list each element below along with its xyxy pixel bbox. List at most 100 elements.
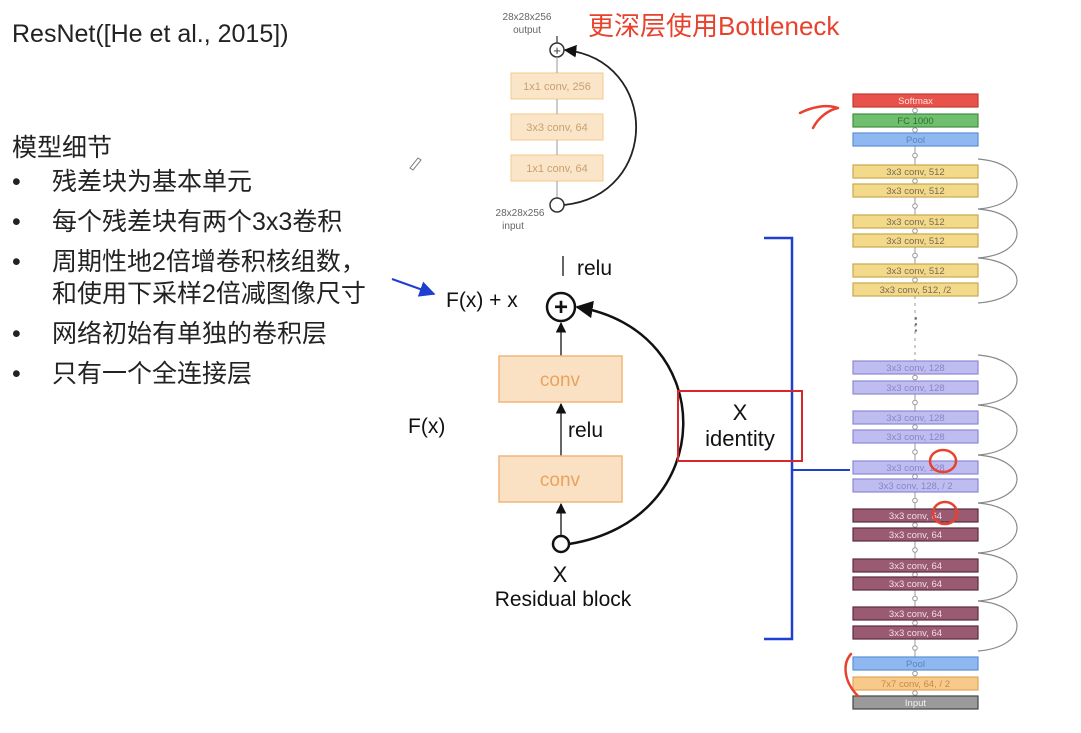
stack-junction xyxy=(912,497,918,504)
blue-bracket xyxy=(764,236,794,641)
stack-layer-box xyxy=(852,527,979,542)
stack-junction xyxy=(912,571,918,578)
stack-junction xyxy=(912,424,918,430)
stack-layer-label: Pool xyxy=(906,659,925,670)
identity-skip-arrow xyxy=(568,300,685,546)
stack-layer-box xyxy=(852,183,979,198)
conv-box-bottom xyxy=(498,455,623,503)
residual-caption: Residual block xyxy=(495,588,632,611)
stack-layer-label: 3x3 conv, 128 xyxy=(886,383,944,394)
stack-junction xyxy=(912,252,918,259)
bullet-text: 残差块为基本单元 xyxy=(52,168,253,196)
stack-junction xyxy=(912,228,918,234)
bullet-list: •残差块为基本单元 •每个残差块有两个3x3卷积 •周期性地2倍增卷积核组数，和… xyxy=(12,166,372,398)
bottleneck-output-word: output xyxy=(513,25,541,36)
bottleneck-input-node xyxy=(549,197,565,213)
conv-box-top xyxy=(498,355,623,403)
stack-layer-label: 3x3 conv, 128 xyxy=(886,432,944,443)
stack-junction xyxy=(912,547,918,553)
handwritten-note: 更深层使用Bottleneck xyxy=(588,11,840,41)
stack-junction xyxy=(912,595,918,602)
stack-layer-label: 3x3 conv, 64 xyxy=(889,530,942,541)
stack-layer-box xyxy=(852,429,979,444)
plus-icon: + xyxy=(554,294,568,321)
identity-x-label: X xyxy=(732,400,748,425)
stack-layer-label: 3x3 conv, 512, /2 xyxy=(880,285,952,296)
stack-layer-box xyxy=(852,263,979,278)
section-heading: 模型细节 xyxy=(12,134,113,162)
bullet-marker: • xyxy=(12,320,21,348)
bottleneck-layer-label: 3x3 conv, 64 xyxy=(526,122,588,134)
stack-layer-label: 3x3 conv, 64 xyxy=(889,511,942,522)
mid-relu-label: relu xyxy=(568,419,603,442)
stack-junction xyxy=(912,374,918,381)
stack-skip-arc xyxy=(977,208,1018,259)
stack-junction xyxy=(912,690,918,696)
stack-junction xyxy=(912,522,918,528)
sum-node xyxy=(545,291,577,323)
stack-layer-box xyxy=(852,132,979,147)
stack-junction xyxy=(912,152,918,159)
stack-layer-label: 3x3 conv, 512 xyxy=(886,186,944,197)
bottleneck-layer-label: 1x1 conv, 256 xyxy=(523,81,591,93)
stack-skip-arc xyxy=(977,600,1018,652)
stack-layer-box xyxy=(852,625,979,640)
stack-layer-label: 3x3 conv, 128 xyxy=(886,363,944,374)
stack-junction xyxy=(912,620,918,626)
stack-layer-box xyxy=(852,676,979,691)
stack-layer-label: Input xyxy=(905,698,926,709)
ellipsis-icon: ⋮ xyxy=(907,314,925,334)
input-x-label: X xyxy=(553,562,568,587)
bullet-item: •周期性地2倍增卷积核组数，和使用下采样2倍减图像尺寸 xyxy=(12,246,372,310)
stack-layer-label: 3x3 conv, 64 xyxy=(889,609,942,620)
stack-layer-label: 3x3 conv, 64 xyxy=(889,579,942,590)
stack-layer-label: Softmax xyxy=(898,96,933,107)
stack-skip-arc xyxy=(977,404,1018,456)
stack-junction xyxy=(912,473,918,480)
top-relu-label: relu xyxy=(577,257,612,280)
bullet-item: • 只有一个全连接层 xyxy=(12,358,372,390)
bullet-item: •每个残差块有两个3x3卷积 xyxy=(12,206,372,238)
blue-annotation-arrow xyxy=(391,278,436,297)
bullet-marker: • xyxy=(12,168,21,196)
stack-layer-label: 3x3 conv, 512 xyxy=(886,236,944,247)
bullet-marker: • xyxy=(12,208,21,236)
stack-layer-box xyxy=(852,360,979,375)
stack-layer-label: 3x3 conv, 512 xyxy=(886,266,944,277)
bullet-text: 网络初始有单独的卷积层 xyxy=(52,320,328,348)
red-annotation-circle xyxy=(931,500,959,526)
stack-junction xyxy=(912,449,918,455)
pencil-icon xyxy=(409,157,422,171)
red-annotation-circle xyxy=(928,448,958,474)
stack-layer-box xyxy=(852,508,979,523)
stack-layer-label: 3x3 conv, 64 xyxy=(889,561,942,572)
bottleneck-output-dims: 28x28x256 xyxy=(503,12,552,23)
bullet-marker: • xyxy=(12,360,21,388)
stack-layer-box xyxy=(852,695,979,710)
stack-skip-arc xyxy=(977,502,1018,554)
stack-junction xyxy=(912,670,918,677)
stack-layer-box xyxy=(852,606,979,621)
bullet-text: 只有一个全连接层 xyxy=(52,360,253,388)
stack-junction xyxy=(912,107,918,114)
stack-layer-label: FC 1000 xyxy=(897,116,933,127)
stack-junction xyxy=(912,203,918,209)
input-node xyxy=(551,534,571,554)
stack-layer-box xyxy=(852,656,979,671)
sum-label: F(x) + x xyxy=(446,289,518,312)
plus-icon: + xyxy=(553,43,561,58)
stack-layer-label: 3x3 conv, 128 xyxy=(886,463,944,474)
stack-layer-box xyxy=(852,282,979,297)
stack-layer-label: 3x3 conv, 128 xyxy=(886,413,944,424)
red-annotation-mark xyxy=(844,652,860,698)
bottleneck-skip-arrow xyxy=(563,44,637,206)
stack-layer-label: 7x7 conv, 64, / 2 xyxy=(881,679,950,690)
stack-skip-arc xyxy=(977,158,1018,210)
stack-layer-box xyxy=(852,214,979,229)
identity-box: X identity xyxy=(677,390,803,462)
bottleneck-input-dims: 28x28x256 xyxy=(496,208,545,219)
bullet-text: 周期性地2倍增卷积核组数，和使用下采样2倍减图像尺寸 xyxy=(52,248,366,308)
stack-layer-box xyxy=(852,576,979,591)
bottleneck-input-word: input xyxy=(502,221,524,232)
